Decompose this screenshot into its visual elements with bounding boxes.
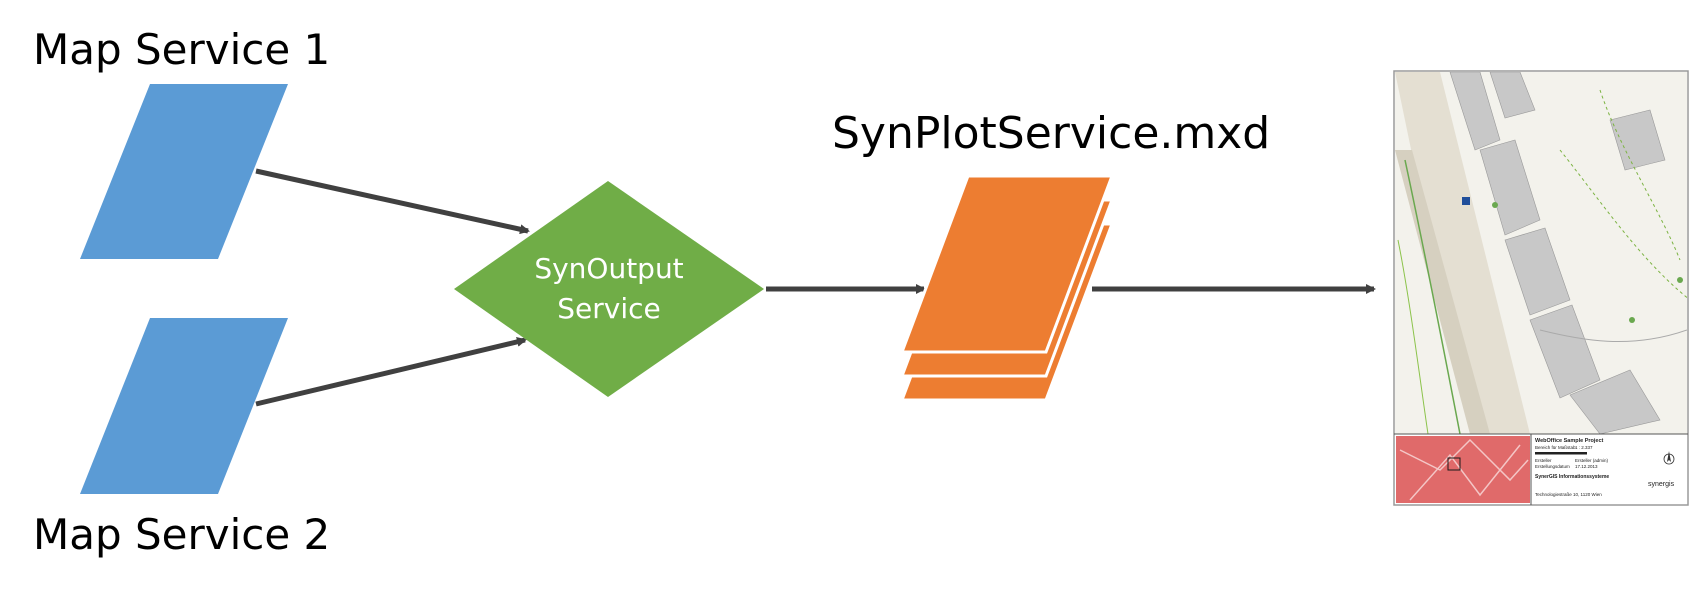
map-service-2-label: Map Service 2 xyxy=(33,510,330,559)
date-value: 17.12.2013 xyxy=(1575,464,1598,469)
parking-icon xyxy=(1462,197,1470,205)
system-name: SynerGIS Informationssysteme xyxy=(1535,474,1609,480)
scale-bar xyxy=(1535,452,1587,455)
creator-value: Ersteller (admin) xyxy=(1575,458,1609,463)
map-frame xyxy=(1395,72,1687,434)
synoutput-label-line2: Service xyxy=(557,292,660,325)
plot-service-label: SynPlotService.mxd xyxy=(832,108,1270,159)
tree-icon xyxy=(1677,277,1683,283)
tree-icon xyxy=(1492,202,1498,208)
plot-service-stack xyxy=(899,174,1115,402)
project-title: WebOffice Sample Project xyxy=(1535,438,1604,444)
north-arrow-icon xyxy=(1663,451,1675,465)
tree-icon xyxy=(1629,317,1635,323)
brand-logo: synergis xyxy=(1648,481,1675,488)
map-service-2-shape xyxy=(80,318,288,494)
overview-map xyxy=(1396,436,1530,503)
date-label: Erstellungsdatum xyxy=(1535,464,1570,469)
scale-label: Bereich für Maßstab xyxy=(1535,445,1576,450)
address: Technologiestraße 10, 1120 Wien xyxy=(1535,492,1602,497)
synoutput-label-line1: SynOutput xyxy=(534,252,683,285)
scale-value: 1 : 2.337 xyxy=(1575,445,1593,450)
arrow-map1-to-synoutput xyxy=(255,168,530,235)
map-service-1-label: Map Service 1 xyxy=(33,25,330,74)
arrow-map2-to-synoutput xyxy=(255,336,527,407)
map-service-1-shape xyxy=(80,84,288,259)
synoutput-service-shape xyxy=(454,181,764,397)
output-map-document: WebOffice Sample Project Bereich für Maß… xyxy=(1393,70,1689,506)
creator-label: Ersteller xyxy=(1535,458,1552,463)
